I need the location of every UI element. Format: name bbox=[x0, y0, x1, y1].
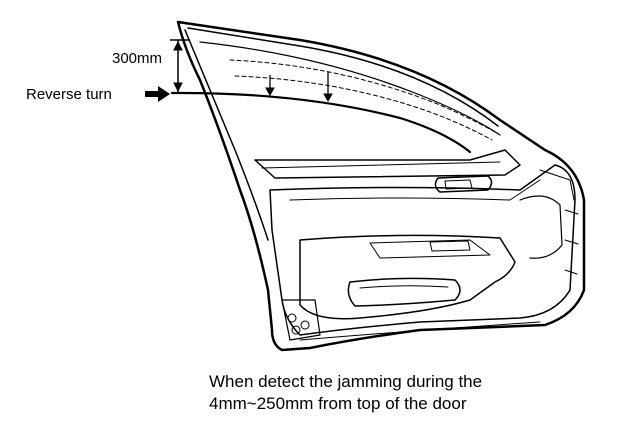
caption-line-2: 4mm~250mm from top of the door bbox=[209, 394, 467, 413]
door-outer-frame bbox=[176, 20, 586, 352]
travel-arrows bbox=[265, 72, 333, 103]
caption: When detect the jamming during the 4mm~2… bbox=[209, 371, 482, 415]
mirror-bracket bbox=[519, 195, 563, 259]
dimension-marker bbox=[170, 39, 190, 93]
reverse-arrow-icon bbox=[145, 86, 170, 102]
pull-pocket bbox=[347, 277, 461, 307]
beltline bbox=[254, 149, 521, 179]
window-travel-dashed-1 bbox=[229, 59, 496, 133]
dimension-label: 300mm bbox=[112, 50, 163, 67]
caption-line-1: When detect the jamming during the bbox=[209, 372, 483, 391]
speaker-area bbox=[281, 299, 321, 341]
reverse-line bbox=[170, 91, 472, 154]
armrest bbox=[299, 234, 516, 320]
trim-panel bbox=[269, 164, 576, 336]
reverse-turn-label: Reverse turn bbox=[26, 86, 112, 103]
door-inner-frame bbox=[184, 29, 269, 241]
door-handle bbox=[434, 175, 493, 193]
window-travel-dashed-2 bbox=[234, 75, 493, 141]
window-top-edge bbox=[199, 41, 501, 136]
